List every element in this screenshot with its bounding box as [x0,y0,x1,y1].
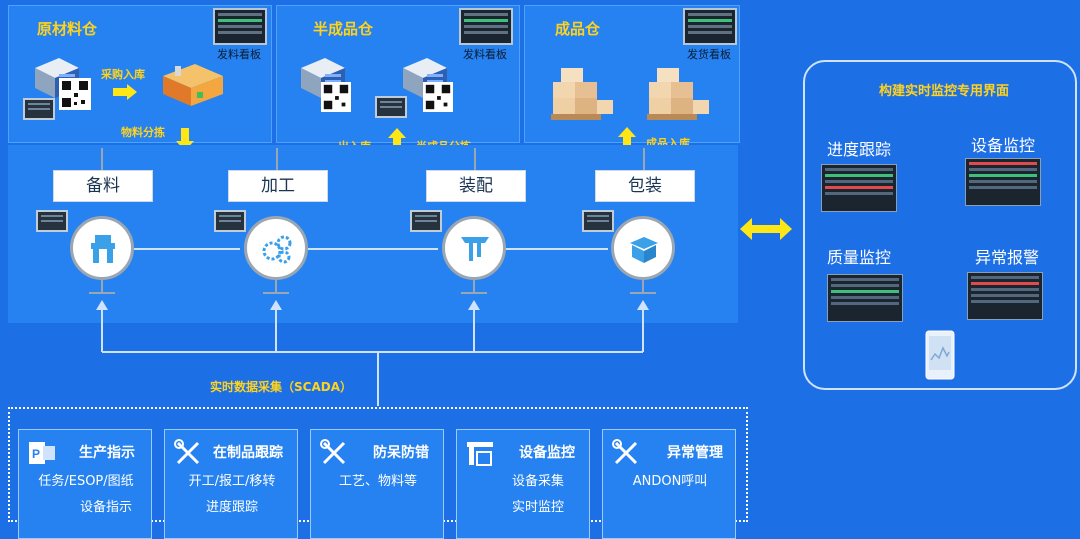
open-box-icon [630,237,658,263]
svg-text:P: P [32,447,40,461]
card-line: 进度跟踪 [205,500,258,515]
qr-code-icon [423,82,453,112]
step-assembly: 装配 [426,170,526,202]
flow-line [134,248,240,250]
warehouse-finished-panel: 成品仓 发货看板 [524,5,740,143]
qr-code-icon [59,78,91,110]
node-stand-base [263,292,289,294]
factory-icon [163,64,223,106]
node-stand-base [461,292,487,294]
purchase-arrow-head [127,84,137,100]
terminal-icon [36,210,68,232]
finished-in-arrow-head [618,127,636,137]
monitor-progress-title: 进度跟踪 [827,140,892,159]
gears-icon [262,235,292,264]
step-connector [101,148,103,170]
monitor-panel-title: 构建实时监控专用界面 [879,84,1010,99]
card-title: 在制品跟踪 [213,445,283,461]
material-sort-arrow-stem [181,128,189,142]
step-machining: 加工 [228,170,328,202]
step-connector [474,148,476,170]
qr-code-icon [321,82,351,112]
robot-arm-icon [91,235,115,263]
node-stand-base [630,292,656,294]
monitor-alarm-screen [967,272,1043,320]
node-stand [275,280,277,292]
node-assembly [442,216,506,280]
purchase-in-label: 采购入库 [101,68,145,81]
kanban-board-icon [213,8,267,45]
card-exception-management[interactable]: 异常管理 ANDON呼叫 [602,429,736,539]
terminal-icon [23,98,55,120]
card-line: 设备采集 [511,474,564,489]
node-stand [642,280,644,292]
card-title: 生产指示 [79,445,135,461]
tools-icon [174,439,200,465]
flow-line [308,248,438,250]
card-line: 工艺、物料等 [338,474,417,489]
card-error-proofing[interactable]: 防呆防错 工艺、物料等 [310,429,444,539]
card-line: 设备指示 [79,500,132,515]
material-sort-label: 物料分拣 [121,126,165,139]
double-arrow-icon [740,218,792,240]
step-packing: 包装 [595,170,695,202]
scada-label: 实时数据采集（SCADA） [210,380,352,394]
purchase-arrow-stem [113,88,127,96]
step-connector [643,148,645,170]
warehouse-semi-panel: 半成品仓 发料看板 [276,5,520,143]
scada-feedback-lines [96,300,649,406]
step-prepare: 备料 [53,170,153,202]
node-prepare [70,216,134,280]
pallet-boxes-icon [647,68,709,120]
monitor-alarm-title: 异常报警 [975,248,1040,267]
functions-container: P 生产指示 任务/ESOP/图纸 设备指示 在制品跟踪 开工/报工/移转 进度… [8,407,748,539]
kanban-board-icon [683,8,737,45]
card-wip-tracking[interactable]: 在制品跟踪 开工/报工/移转 进度跟踪 [164,429,298,539]
card-equipment-monitoring[interactable]: 设备监控 设备采集 实时监控 [456,429,590,539]
terminal-icon [410,210,442,232]
warehouse-raw-title: 原材料仓 [37,20,98,38]
card-line: 开工/报工/移转 [188,474,276,489]
monitor-equipment-title: 设备监控 [971,136,1036,155]
terminal-icon [375,96,407,118]
warehouse-raw-panel: 原材料仓 发料看板 采购入库 物料分拣 [8,5,272,143]
monitor-quality-screen [827,274,903,322]
machine-icon [467,442,493,466]
finished-in-arrow-stem [623,137,631,149]
flow-line [506,248,608,250]
monitor-progress-screen [821,164,897,212]
warehouse-finished-board-label: 发货看板 [687,48,731,61]
tools-icon [612,439,638,465]
screw-icon [461,237,489,261]
warehouse-finished-title: 成品仓 [555,20,601,38]
terminal-icon [214,210,246,232]
node-machining [244,216,308,280]
kanban-board-icon [459,8,513,45]
card-title: 设备监控 [519,445,575,461]
warehouse-semi-board-label: 发料看板 [463,48,507,61]
card-line: 任务/ESOP/图纸 [38,474,134,489]
terminal-icon [582,210,614,232]
node-stand [101,280,103,292]
monitor-quality-title: 质量监控 [827,248,892,267]
tools-icon [320,439,346,465]
card-line: 实时监控 [511,500,564,515]
node-stand [473,280,475,292]
in-out-arrow-up [388,128,406,138]
node-packing [611,216,675,280]
card-title: 异常管理 [667,445,723,461]
pallet-boxes-icon [551,68,613,120]
card-production-instruction[interactable]: P 生产指示 任务/ESOP/图纸 设备指示 [18,429,152,539]
monitor-equipment-screen [965,158,1041,206]
warehouse-semi-title: 半成品仓 [313,20,374,38]
mobile-phone-icon [925,330,955,380]
in-out-arrow-stem [393,138,401,150]
step-connector [276,148,278,170]
warehouse-raw-board-label: 发料看板 [217,48,261,61]
project-icon: P [29,442,55,464]
card-title: 防呆防错 [373,445,429,461]
node-stand-base [89,292,115,294]
monitor-panel: 构建实时监控专用界面 进度跟踪 设备监控 质量监控 异常报警 [803,60,1077,390]
card-line: ANDON呼叫 [632,474,708,489]
